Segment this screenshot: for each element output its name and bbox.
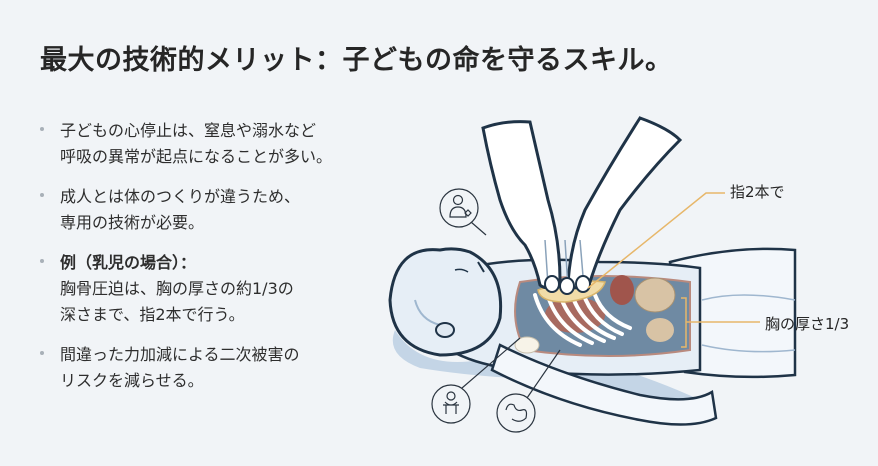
fetus-icon — [496, 349, 561, 433]
callout-two-fingers: 指2本で — [730, 183, 785, 201]
bullet-line: 成人とは体のつくりが違うため、 — [60, 187, 301, 206]
bullet-item: 成人とは体のつくりが違うため、 専用の技術が必要。 — [38, 184, 368, 236]
bullet-line: 専用の技術が必要。 — [60, 213, 205, 232]
bullet-line: 胸骨圧迫は、胸の厚さの約1/3の — [60, 279, 294, 298]
infant-cpr-illustration — [388, 116, 797, 433]
bullet-item: 子どもの心停止は、窒息や溺水など 呼吸の異常が起点になることが多い。 — [38, 118, 368, 170]
bullet-list: 子どもの心停止は、窒息や溺水など 呼吸の異常が起点になることが多い。 成人とは体… — [38, 118, 368, 408]
bullet-line: 深さまで、指2本で行う。 — [60, 305, 245, 324]
bullet-line: リスクを減らせる。 — [60, 371, 204, 390]
bullet-line: 子どもの心停止は、窒息や溺水など — [60, 121, 317, 140]
bullet-dot-icon — [40, 259, 44, 263]
depth-bracket — [681, 297, 760, 348]
infant-icon — [431, 337, 521, 424]
bullet-line: 間違った力加減による二次被害の — [60, 345, 300, 364]
bullet-line: 呼吸の異常が起点になることが多い。 — [60, 147, 333, 166]
callout-line-fingers — [587, 192, 725, 289]
child-person-icon — [439, 188, 487, 236]
callout-chest-depth: 胸の厚さ1/3 — [765, 315, 850, 333]
bullet-dot-icon — [40, 193, 44, 197]
bullet-item: 間違った力加減による二次被害の リスクを減らせる。 — [38, 342, 368, 394]
page-title: 最大の技術的メリット：子どもの命を守るスキル。 — [40, 45, 673, 76]
bullet-item: 例（乳児の場合）： 胸骨圧迫は、胸の厚さの約1/3の 深さまで、指2本で行う。 — [38, 250, 368, 328]
bullet-dot-icon — [40, 127, 44, 131]
bullet-dot-icon — [40, 351, 44, 355]
bullet-heading: 例（乳児の場合）： — [60, 253, 197, 272]
